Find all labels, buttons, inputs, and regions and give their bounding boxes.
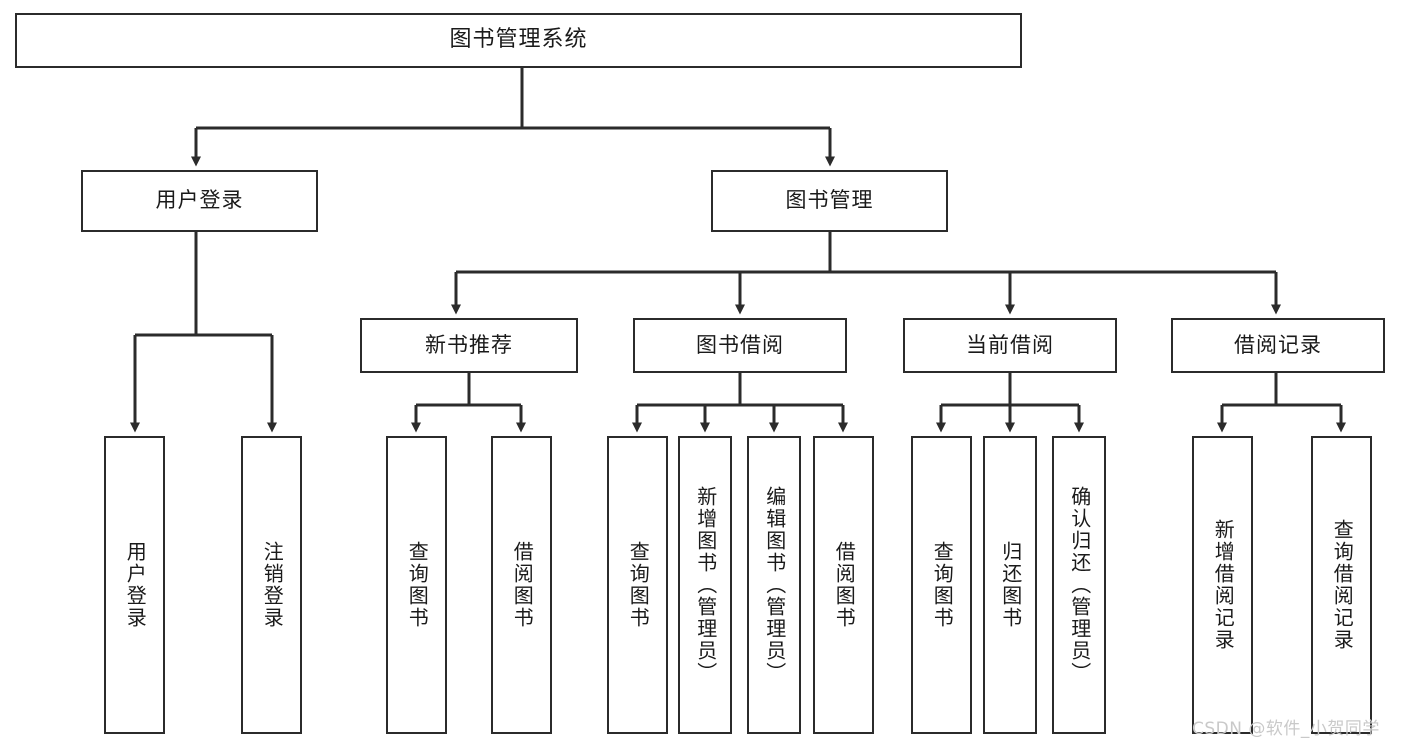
node-book-borrow[interactable]: 图书借阅 [633, 318, 847, 373]
node-label: 用户登录 [155, 188, 244, 213]
node-label: 查询图书 [930, 541, 955, 629]
leaf-book-borrow-borrow-book[interactable]: 借阅图书 [813, 436, 874, 734]
node-label: 新书推荐 [425, 332, 513, 357]
node-label: 借阅图书 [510, 541, 535, 629]
node-root-system[interactable]: 图书管理系统 [15, 13, 1022, 68]
leaf-user-login-login[interactable]: 用户登录 [104, 436, 165, 734]
node-label: 归还图书 [998, 541, 1023, 629]
leaf-new-book-borrow-book[interactable]: 借阅图书 [491, 436, 552, 734]
leaf-current-borrow-return-book[interactable]: 归还图书 [983, 436, 1037, 734]
node-label: 注销登录 [260, 541, 285, 629]
node-label: 查询图书 [626, 541, 651, 629]
node-label: 图书管理 [785, 188, 874, 213]
node-label: 当前借阅 [966, 332, 1054, 357]
leaf-book-borrow-query-book[interactable]: 查询图书 [607, 436, 668, 734]
node-label: 借阅图书 [832, 541, 857, 629]
leaf-book-borrow-edit-book-admin[interactable]: 编辑图书（管理员） [747, 436, 801, 734]
node-label: 查询图书 [405, 541, 430, 629]
node-label: 新增图书（管理员） [693, 486, 718, 684]
node-label: 图书管理系统 [449, 27, 588, 53]
leaf-book-borrow-add-book-admin[interactable]: 新增图书（管理员） [678, 436, 732, 734]
node-label: 确认归还（管理员） [1067, 486, 1092, 684]
node-book-management[interactable]: 图书管理 [711, 170, 948, 232]
node-label: 查询借阅记录 [1330, 519, 1355, 651]
node-label: 编辑图书（管理员） [762, 486, 787, 684]
leaf-current-borrow-query-book[interactable]: 查询图书 [911, 436, 972, 734]
node-label: 用户登录 [123, 541, 148, 629]
leaf-current-borrow-confirm-return-admin[interactable]: 确认归还（管理员） [1052, 436, 1106, 734]
node-label: 借阅记录 [1234, 332, 1322, 357]
leaf-user-login-logout[interactable]: 注销登录 [241, 436, 302, 734]
leaf-borrow-record-query-record[interactable]: 查询借阅记录 [1311, 436, 1372, 734]
leaf-borrow-record-add-record[interactable]: 新增借阅记录 [1192, 436, 1253, 734]
node-borrow-record[interactable]: 借阅记录 [1171, 318, 1385, 373]
node-current-borrow[interactable]: 当前借阅 [903, 318, 1117, 373]
node-label: 图书借阅 [696, 332, 784, 357]
node-label: 新增借阅记录 [1211, 519, 1236, 651]
node-user-login[interactable]: 用户登录 [81, 170, 318, 232]
csdn-watermark: CSDN @软件_小贺同学 [1192, 719, 1380, 739]
leaf-new-book-query-book[interactable]: 查询图书 [386, 436, 447, 734]
node-new-book-recommend[interactable]: 新书推荐 [360, 318, 578, 373]
